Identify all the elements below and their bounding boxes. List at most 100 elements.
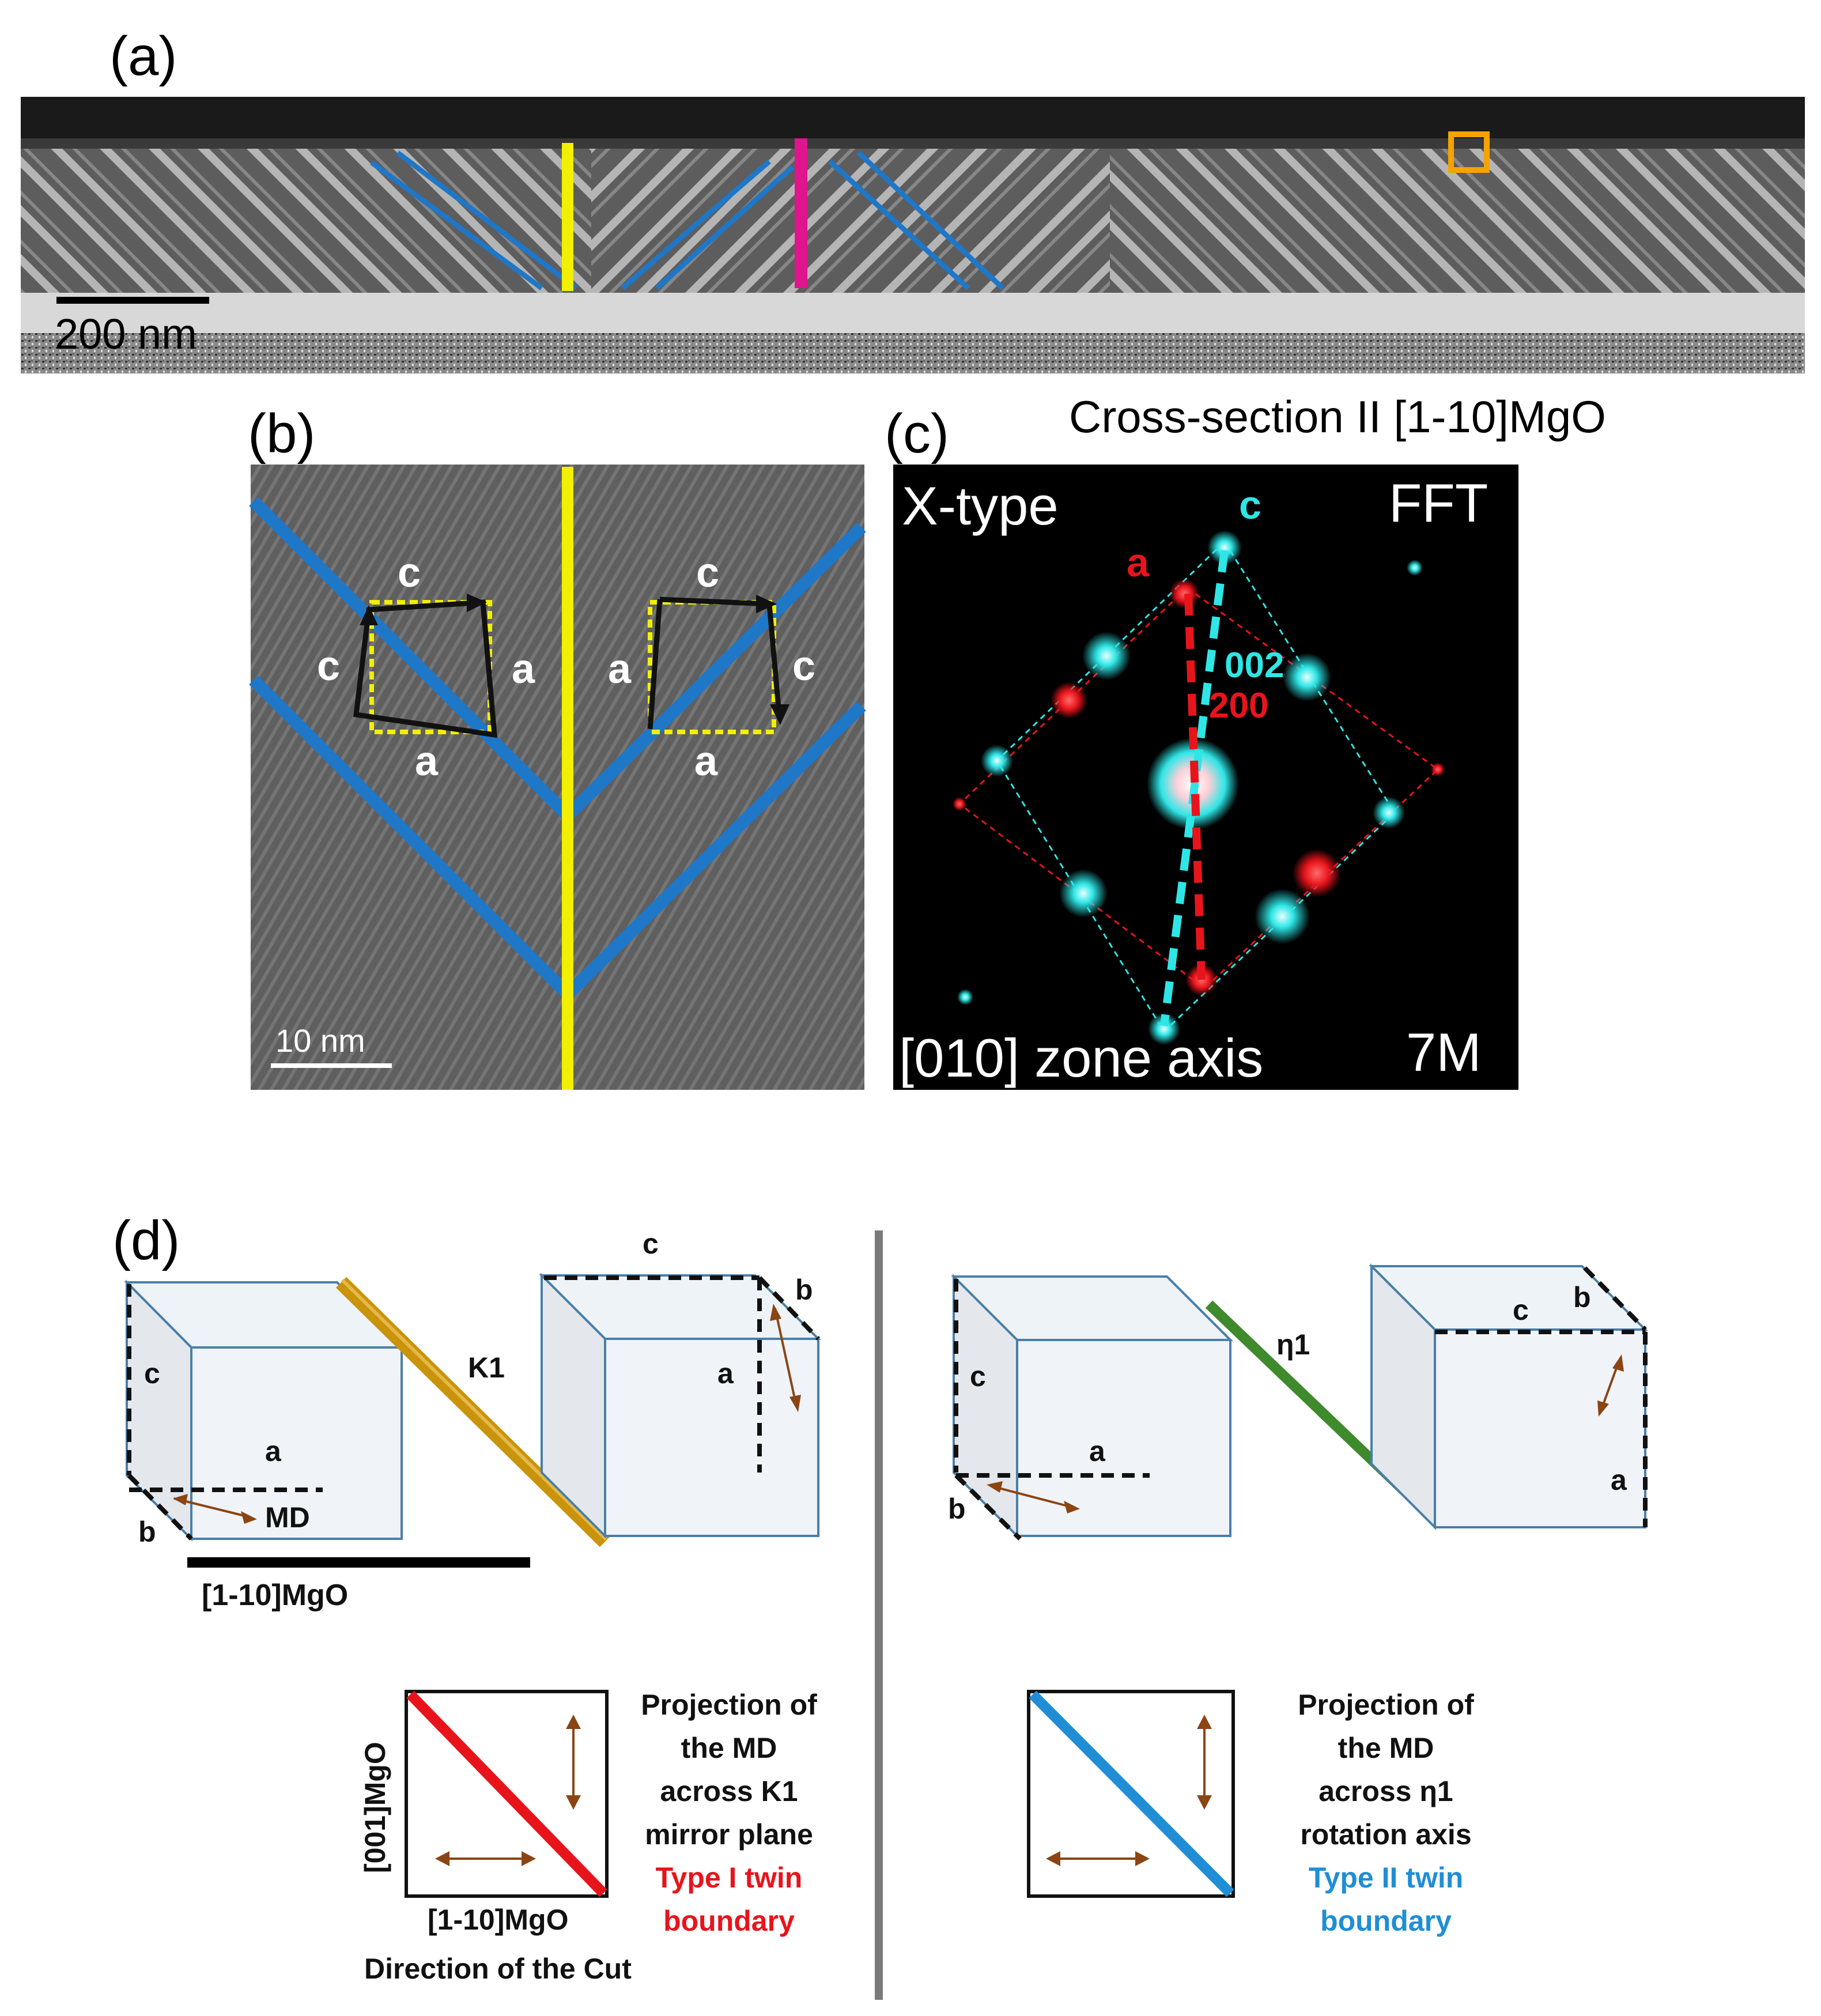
projection-text-type1: Projection of the MD across K1 mirror pl… — [641, 1689, 817, 1937]
fft-type-label: X-type — [902, 475, 1059, 536]
cut-label: Direction of the Cut — [364, 1953, 632, 1985]
panel-c-title: Cross-section II [1-10]MgO — [1069, 391, 1606, 442]
fft-phase-label: 7M — [1406, 1022, 1482, 1082]
red-dashed-axis — [1184, 593, 1206, 980]
cube-left-2 — [539, 1273, 821, 1539]
blue-twin-line — [621, 159, 771, 290]
cube-label-b: b — [138, 1516, 156, 1548]
scalebar-b-text: 10 nm — [275, 1022, 365, 1059]
svg-text:Type II twin: Type II twin — [1309, 1862, 1464, 1894]
k1-plane — [335, 1277, 611, 1547]
cube-label-c: c — [1513, 1294, 1529, 1326]
projection-text-type2: Projection of the MD across η1 rotation … — [1298, 1689, 1474, 1937]
fft-index-200: 200 — [1209, 686, 1268, 726]
svg-text:Projection of: Projection of — [641, 1689, 817, 1721]
cyan-spot — [1283, 653, 1331, 701]
blue-twin-line — [655, 165, 794, 290]
cube-left-1 — [124, 1279, 405, 1542]
cyan-spot — [1148, 1013, 1180, 1045]
cube-label-b: b — [1573, 1281, 1591, 1313]
cell-label-c: c — [792, 643, 815, 689]
svg-text:across η1: across η1 — [1318, 1775, 1453, 1807]
red-spot — [953, 797, 966, 811]
red-reciprocal-lattice — [958, 587, 1440, 990]
cube-label-b: b — [795, 1274, 813, 1306]
scalebar-a — [56, 297, 209, 304]
cube-label-c: c — [144, 1357, 160, 1390]
panel-c-label: (c) — [885, 403, 949, 465]
panel-a: (a) 200 nm — [21, 25, 1805, 373]
cyan-dashed-axis — [1160, 550, 1229, 1026]
scalebar-a-text: 200 nm — [55, 310, 197, 358]
cyan-spot — [1407, 560, 1423, 576]
blue-twin-line — [249, 675, 572, 999]
scalebar-b — [271, 1063, 392, 1068]
cube-label-a: a — [1089, 1435, 1106, 1467]
tem-substrate-bright — [21, 293, 1805, 333]
panel-c: (c) Cross-section II [1-10]MgO X-type FF… — [885, 391, 1606, 1090]
svg-text:boundary: boundary — [1320, 1905, 1452, 1937]
blue-twin-line — [856, 150, 1005, 290]
blue-twin-line — [563, 523, 866, 820]
red-spot — [1051, 682, 1087, 719]
svg-text:the MD: the MD — [1338, 1732, 1434, 1764]
panel-d: (d) c a MD b K1 — [112, 1210, 1648, 2000]
panel-b: (b) c c a a c a c a 10 nm — [248, 403, 866, 1090]
panel-a-label: (a) — [109, 25, 177, 87]
cyan-spot — [1373, 796, 1405, 829]
red-spot — [1169, 579, 1199, 609]
direction-label: [1-10]MgO — [202, 1579, 348, 1612]
cube-label-a: a — [265, 1435, 282, 1467]
svg-text:Type I twin: Type I twin — [656, 1862, 803, 1894]
blue-twin-line — [249, 497, 572, 820]
arrow-head — [756, 595, 777, 613]
red-spot — [1431, 762, 1445, 776]
cell-label-a: a — [512, 646, 535, 692]
cyan-spot — [981, 745, 1013, 777]
cell-label-c: c — [398, 550, 421, 596]
orange-marker-box — [1448, 131, 1490, 173]
panel-d-label: (d) — [112, 1210, 180, 1271]
panel-b-label: (b) — [248, 403, 315, 465]
xaxis-label: [1-10]MgO — [428, 1904, 568, 1936]
cube-label-a: a — [1611, 1464, 1627, 1496]
cyan-spot — [1255, 889, 1310, 944]
svg-text:boundary: boundary — [663, 1905, 795, 1937]
tem-film-layer-left — [21, 149, 591, 293]
direction-bar — [187, 1557, 530, 1568]
cube-label-b: b — [948, 1493, 966, 1525]
svg-text:mirror plane: mirror plane — [645, 1818, 813, 1851]
cell-label-a: a — [608, 646, 632, 692]
eta1-label: η1 — [1276, 1328, 1310, 1361]
svg-text:the MD: the MD — [681, 1732, 777, 1764]
type1-boundary-line — [406, 1690, 607, 1897]
cell-label-a: a — [415, 738, 439, 784]
svg-text:Projection of: Projection of — [1298, 1689, 1474, 1721]
fft-label: FFT — [1389, 473, 1488, 533]
fft-index-002: 002 — [1225, 645, 1284, 685]
fft-a-label: a — [1127, 540, 1150, 585]
blue-twin-line — [563, 701, 866, 999]
arrow-head — [770, 704, 789, 725]
cube-label-c: c — [970, 1360, 986, 1392]
cyan-spot — [1059, 869, 1108, 918]
fft-zone-axis: [010] zone axis — [899, 1028, 1263, 1088]
cube-label-md: MD — [265, 1501, 310, 1534]
cube-label-c: c — [643, 1228, 659, 1260]
cyan-spot — [1082, 632, 1131, 680]
arrow-head — [360, 605, 378, 625]
blue-twin-line — [828, 159, 970, 290]
svg-text:across K1: across K1 — [660, 1775, 798, 1807]
tem-substrate-noise — [21, 333, 1805, 373]
red-spot — [1293, 849, 1341, 897]
k1-label: K1 — [468, 1351, 505, 1384]
cube-right-1 — [951, 1274, 1233, 1541]
type2-boundary-line — [1029, 1690, 1234, 1897]
cell-label-a: a — [694, 738, 718, 784]
blue-twin-line — [396, 150, 578, 290]
fft-c-label: c — [1239, 482, 1261, 527]
cell-label-c: c — [317, 643, 340, 689]
cyan-spot — [1207, 530, 1242, 565]
cell-label-c: c — [696, 550, 719, 596]
svg-text:rotation axis: rotation axis — [1300, 1818, 1471, 1851]
